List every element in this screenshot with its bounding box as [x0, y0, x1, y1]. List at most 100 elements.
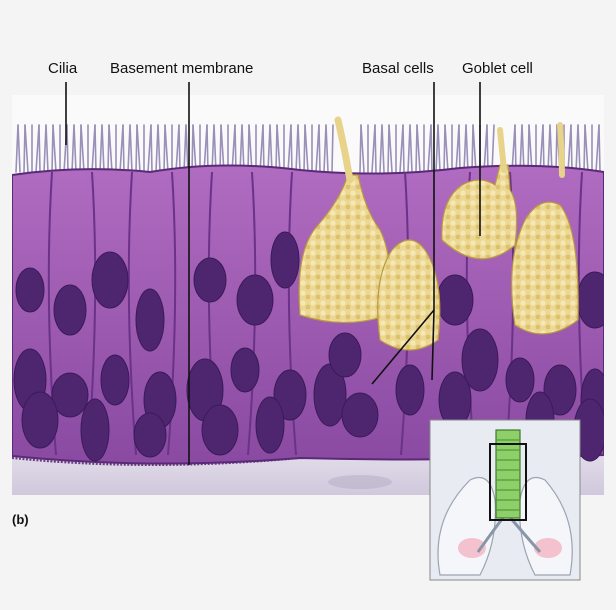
cilium — [220, 124, 225, 173]
cilium — [570, 124, 573, 173]
cilium — [514, 124, 517, 173]
label-goblet-cell: Goblet cell — [462, 60, 533, 77]
nucleus — [80, 398, 110, 462]
cilium — [129, 124, 133, 173]
cilium — [80, 124, 85, 173]
mucus-streak — [497, 127, 507, 173]
nucleus — [328, 332, 362, 378]
cilium — [430, 124, 433, 173]
nucleus — [135, 288, 165, 352]
cilium — [374, 124, 377, 173]
trachea-inset — [429, 419, 581, 581]
nucleus — [236, 274, 274, 326]
leader-lines — [65, 82, 481, 465]
cilium — [241, 124, 245, 173]
nucleus — [436, 274, 474, 326]
cilium — [213, 124, 217, 173]
connective-tissue-fiber — [328, 475, 392, 489]
cilium — [598, 124, 601, 173]
nucleus — [91, 251, 129, 309]
cilium — [331, 124, 334, 173]
cilium — [486, 124, 489, 173]
cilium — [276, 124, 281, 173]
cell-border — [127, 171, 137, 456]
cilium — [409, 124, 413, 173]
mucus-streak — [334, 116, 354, 184]
nucleus — [201, 404, 239, 456]
cilium — [192, 124, 197, 173]
basal-cells-leader-branch — [431, 309, 435, 381]
cilium — [549, 124, 553, 173]
nucleus — [395, 364, 425, 416]
cilium — [24, 124, 29, 173]
bronchi-highlight — [534, 538, 562, 558]
cilium — [101, 124, 105, 173]
cilium — [52, 124, 57, 173]
label-basal-cells: Basal cells — [362, 60, 434, 77]
cilium — [234, 124, 237, 173]
cilium — [437, 124, 441, 173]
nucleus — [193, 257, 227, 303]
cilia-layer — [15, 124, 601, 173]
cilium — [157, 124, 161, 173]
cilium — [297, 124, 301, 173]
cilium — [150, 124, 153, 173]
cilium — [542, 124, 545, 173]
cilium — [416, 124, 421, 173]
goblet-cell-4 — [511, 201, 579, 335]
cilium — [73, 124, 77, 173]
cilium — [360, 124, 365, 173]
cilium — [491, 124, 495, 173]
nucleus — [543, 364, 577, 416]
cilium — [318, 124, 321, 173]
cilium — [262, 124, 265, 173]
nucleus — [230, 347, 260, 393]
nucleus — [270, 231, 300, 289]
cilium — [136, 124, 141, 173]
nucleus — [53, 284, 87, 336]
nucleus — [100, 354, 130, 406]
label-cilia: Cilia — [48, 60, 78, 77]
cilium — [444, 124, 449, 173]
cilium — [458, 124, 461, 173]
nucleus — [505, 357, 535, 403]
nucleus — [51, 372, 89, 418]
cilium — [122, 124, 125, 173]
cilium — [528, 124, 533, 173]
cilium — [577, 124, 581, 173]
cilium — [66, 124, 69, 173]
cilium — [45, 124, 49, 173]
cilium — [269, 124, 273, 173]
nucleus — [133, 412, 167, 458]
cilium — [325, 124, 329, 173]
mucus-streak — [557, 122, 565, 178]
cilium — [108, 124, 113, 173]
cilium — [304, 124, 309, 173]
cilium — [465, 124, 469, 173]
nucleus — [341, 392, 379, 438]
nucleus — [15, 267, 45, 313]
cilium — [248, 124, 253, 173]
nucleus — [273, 369, 307, 421]
cilium — [94, 124, 97, 173]
nucleus — [21, 391, 59, 449]
goblet-cell-1 — [298, 174, 391, 324]
trachea-rings — [496, 439, 520, 511]
cilium — [164, 124, 169, 173]
label-basement-membrane: Basement membrane — [110, 60, 254, 77]
cilium — [402, 124, 405, 173]
nucleus — [255, 396, 285, 454]
trachea-highlight-box — [489, 443, 527, 521]
cilium — [178, 124, 181, 173]
basal-cells-leader-branch — [371, 309, 435, 385]
cilium — [381, 124, 385, 173]
cilium — [185, 124, 189, 173]
cilium — [17, 124, 21, 173]
bronchi-highlight — [458, 538, 486, 558]
cilium — [472, 124, 477, 173]
nucleus — [576, 271, 604, 329]
cilium — [584, 124, 589, 173]
cilium — [388, 124, 393, 173]
nuclei — [13, 231, 604, 462]
